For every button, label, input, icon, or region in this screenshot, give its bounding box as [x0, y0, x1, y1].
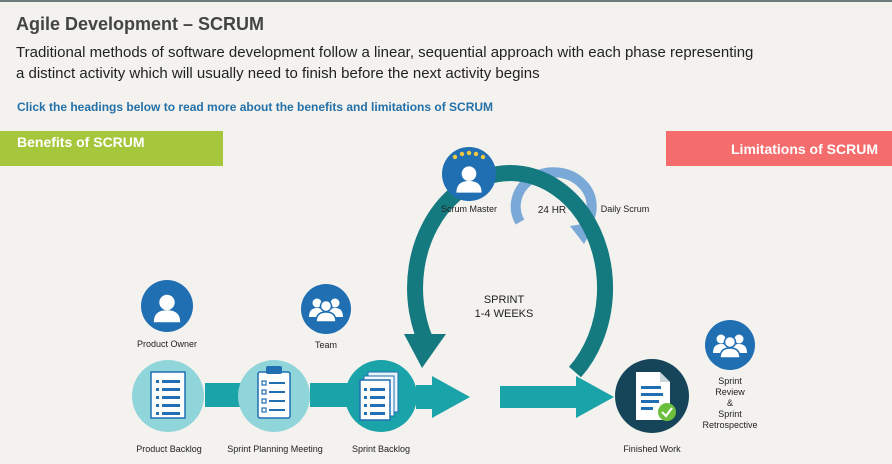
product-backlog-icon [132, 360, 204, 432]
sprint-label: SPRINT [484, 294, 525, 306]
review-label-2: Review [715, 387, 745, 397]
finished-work-label: Finished Work [623, 444, 681, 454]
daily-scrum-label: Daily Scrum [601, 204, 650, 214]
product-owner-icon [141, 280, 193, 332]
flow-arrows [205, 376, 614, 418]
review-team-icon [705, 320, 755, 370]
scrum-master-label: Scrum Master [441, 204, 497, 214]
sprint-loop [404, 165, 614, 378]
checkmark-icon [658, 403, 676, 421]
top-border [0, 0, 892, 2]
product-backlog-label: Product Backlog [136, 444, 202, 454]
scrum-master-icon [442, 147, 496, 201]
team-label: Team [315, 340, 337, 350]
intro-line-1: Traditional methods of software developm… [16, 44, 754, 61]
finished-work-icon [615, 359, 689, 433]
review-label-4: Sprint [718, 409, 742, 419]
review-label-1: Sprint [718, 376, 742, 386]
review-label-3: & [727, 398, 733, 408]
page-title: Agile Development – SCRUM [16, 14, 265, 34]
product-owner-label: Product Owner [137, 339, 197, 349]
sprint-duration-label: 1-4 WEEKS [475, 308, 534, 320]
sprint-backlog-icon [345, 360, 417, 432]
intro-line-2: a distinct activity which will usually n… [16, 65, 540, 82]
limitations-tab[interactable]: Limitations of SCRUM [666, 131, 892, 166]
star-icon [452, 150, 486, 160]
sprint-backlog-label: Sprint Backlog [352, 444, 410, 454]
intro-text: Traditional methods of software developm… [16, 42, 816, 84]
team-icon [301, 284, 351, 334]
instruction-text: Click the headings below to read more ab… [17, 100, 494, 114]
daily-hours-label: 24 HR [538, 205, 566, 216]
benefits-tab[interactable]: Benefits of SCRUM [0, 131, 223, 166]
review-label-5: Retrospective [702, 420, 757, 430]
sprint-planning-icon [238, 360, 310, 432]
sprint-planning-label: Sprint Planning Meeting [227, 444, 323, 454]
